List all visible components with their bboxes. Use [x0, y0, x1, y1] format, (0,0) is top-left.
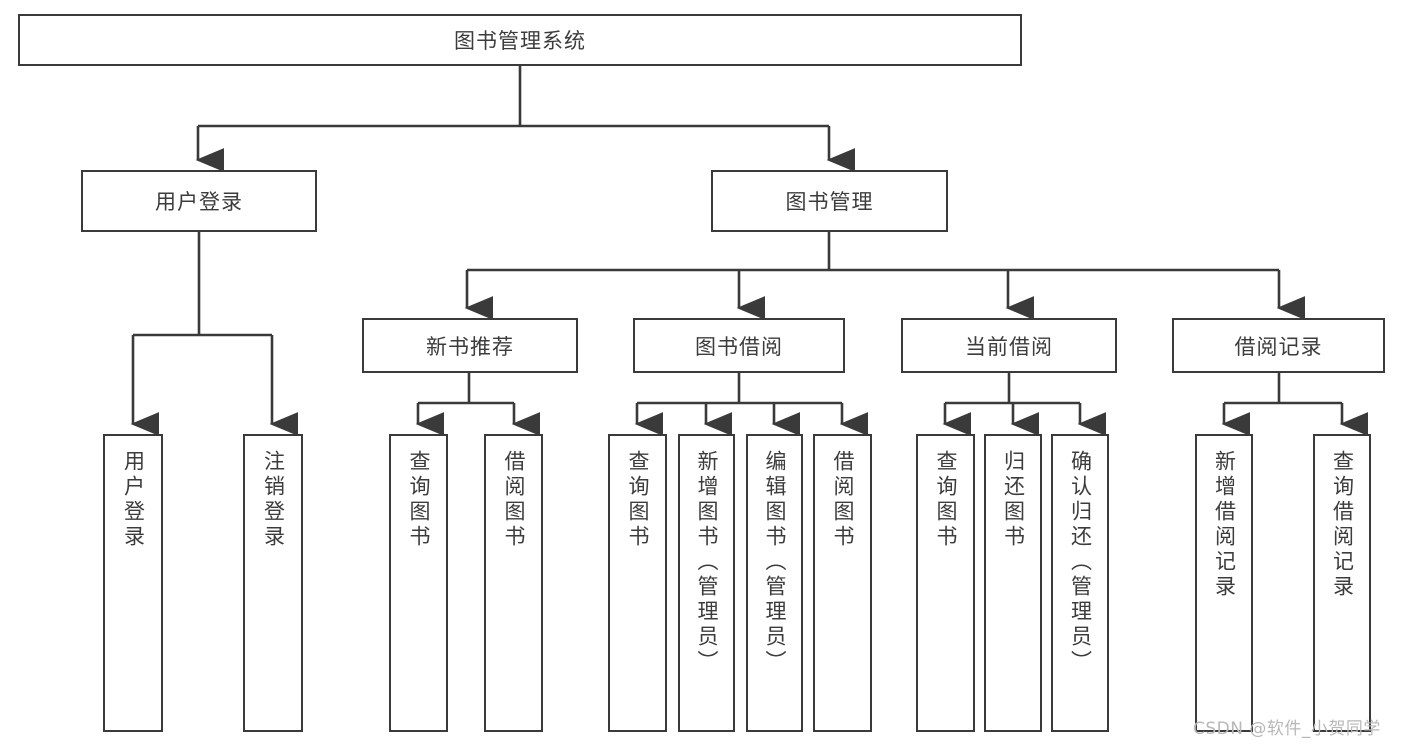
node-leaf-logout[interactable]: 注销登录 [243, 434, 303, 732]
node-label: 图书管理系统 [454, 29, 586, 53]
node-new-book-recommend[interactable]: 新书推荐 [362, 318, 578, 373]
node-label: 查询借阅记录 [1330, 450, 1355, 600]
node-label: 用户登录 [121, 450, 146, 550]
node-label: 查询图书 [407, 450, 431, 550]
node-label: 新增借阅记录 [1212, 450, 1237, 600]
node-leaf-return-book[interactable]: 归还图书 [984, 434, 1042, 732]
node-leaf-query-book-recommend[interactable]: 查询图书 [389, 434, 448, 732]
node-book-borrow[interactable]: 图书借阅 [633, 318, 845, 373]
node-label: 当前借阅 [965, 334, 1053, 359]
node-label: 图书管理 [785, 190, 874, 214]
node-label: 图书借阅 [695, 334, 783, 359]
node-label: 新增图书（管理员） [695, 450, 719, 675]
node-leaf-query-book-current[interactable]: 查询图书 [916, 434, 975, 732]
node-root-book-management-system[interactable]: 图书管理系统 [18, 14, 1022, 66]
node-leaf-borrow-book[interactable]: 借阅图书 [813, 434, 872, 732]
node-leaf-edit-book-admin[interactable]: 编辑图书（管理员） [746, 434, 803, 732]
node-leaf-confirm-return-admin[interactable]: 确认归还（管理员） [1051, 434, 1109, 732]
node-label: 注销登录 [261, 450, 286, 550]
node-leaf-add-book-admin[interactable]: 新增图书（管理员） [678, 434, 735, 732]
node-leaf-add-borrow-record[interactable]: 新增借阅记录 [1195, 434, 1253, 732]
node-label: 用户登录 [155, 190, 243, 214]
node-leaf-query-book-borrow[interactable]: 查询图书 [608, 434, 667, 732]
node-label: 编辑图书（管理员） [763, 450, 787, 675]
node-borrow-record[interactable]: 借阅记录 [1172, 318, 1385, 373]
node-label: 新书推荐 [426, 334, 514, 359]
node-book-management[interactable]: 图书管理 [711, 170, 948, 232]
node-label: 查询图书 [934, 450, 958, 550]
node-user-login[interactable]: 用户登录 [81, 170, 317, 232]
node-label: 借阅图书 [502, 450, 526, 550]
node-label: 借阅记录 [1234, 334, 1323, 359]
node-label: 借阅图书 [831, 450, 855, 550]
csdn-watermark: CSDN @软件_小贺同学 [1193, 719, 1381, 739]
node-current-borrow[interactable]: 当前借阅 [901, 318, 1117, 373]
node-label: 确认归还（管理员） [1068, 450, 1093, 675]
node-leaf-borrow-book-recommend[interactable]: 借阅图书 [484, 434, 543, 732]
node-leaf-user-login[interactable]: 用户登录 [103, 434, 163, 732]
node-label: 查询图书 [626, 450, 650, 550]
node-leaf-query-borrow-record[interactable]: 查询借阅记录 [1313, 434, 1371, 732]
node-label: 归还图书 [1001, 450, 1026, 550]
